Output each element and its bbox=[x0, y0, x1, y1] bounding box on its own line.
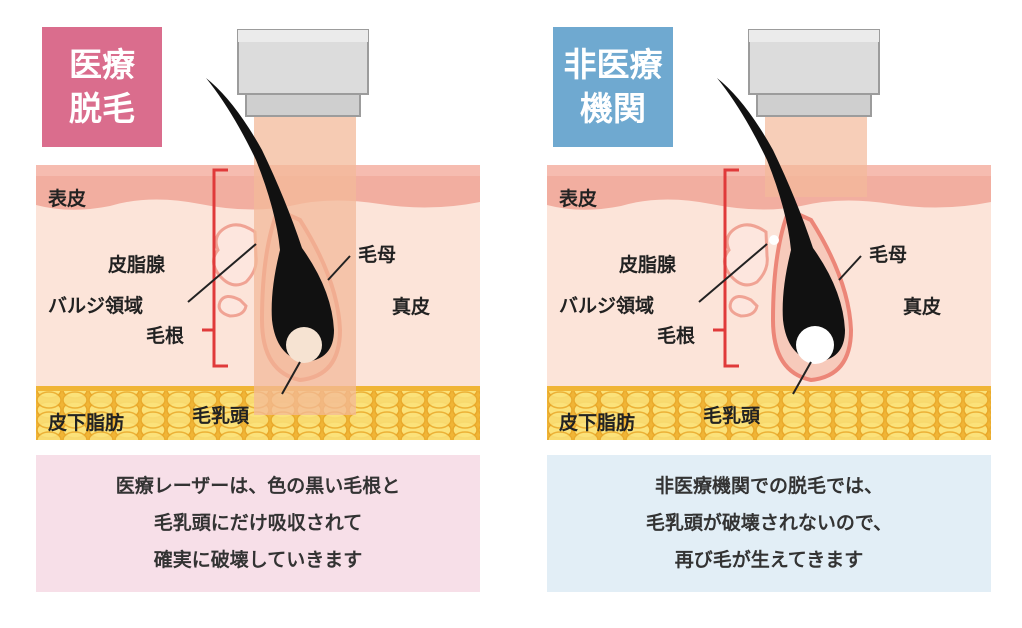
label-dermal-papilla: 毛乳頭 bbox=[192, 405, 250, 427]
label-dermis: 真皮 bbox=[903, 296, 942, 318]
medical-skin-diagram bbox=[36, 29, 480, 440]
label-sebaceous-gland: 皮脂腺 bbox=[619, 254, 677, 276]
badge-line2: 機関 bbox=[580, 89, 646, 128]
light-device bbox=[748, 29, 880, 117]
follicle-bracket bbox=[713, 168, 739, 368]
label-subcutaneous-fat: 皮下脂肪 bbox=[559, 412, 636, 434]
dermal-papilla bbox=[796, 326, 834, 364]
badge-line2: 脱毛 bbox=[69, 89, 135, 128]
hair-strand bbox=[717, 78, 845, 362]
label-hair-matrix: 毛母 bbox=[358, 244, 397, 266]
label-bulge-region: バルジ領域 bbox=[48, 295, 144, 317]
nonmedical-badge: 非医療機関 bbox=[553, 27, 673, 147]
follicle-bracket bbox=[202, 168, 228, 368]
hair-strand bbox=[206, 78, 334, 362]
label-sebaceous-gland: 皮脂腺 bbox=[108, 254, 166, 276]
label-dermis: 真皮 bbox=[392, 296, 431, 318]
label-hair-root: 毛根 bbox=[657, 325, 696, 347]
nonmedical-skin-diagram bbox=[547, 29, 991, 440]
badge-line1: 医療 bbox=[69, 45, 135, 84]
label-epidermis: 表皮 bbox=[559, 188, 598, 210]
label-subcutaneous-fat: 皮下脂肪 bbox=[48, 412, 125, 434]
laser-device bbox=[237, 29, 369, 117]
label-dermal-papilla: 毛乳頭 bbox=[703, 405, 761, 427]
nonmedical-caption: 非医療機関での脱毛では、 毛乳頭が破壊されないので、 再び毛が生えてきます bbox=[547, 455, 991, 592]
label-hair-root: 毛根 bbox=[146, 325, 185, 347]
dermal-papilla bbox=[286, 327, 322, 363]
medical-hair-removal-panel: 医療脱毛 表皮 皮脂腺 バルジ領域 毛根 毛母 真皮 毛乳頭 皮下脂肪 医療レー… bbox=[36, 27, 480, 592]
label-hair-matrix: 毛母 bbox=[869, 244, 908, 266]
badge-line1: 非医療 bbox=[563, 45, 663, 84]
label-epidermis: 表皮 bbox=[48, 188, 87, 210]
label-bulge-region: バルジ領域 bbox=[559, 295, 655, 317]
nonmedical-hair-removal-panel: 非医療機関 表皮 皮脂腺 バルジ領域 毛根 毛母 真皮 毛乳頭 皮下脂肪 非医療… bbox=[511, 0, 1022, 628]
medical-caption: 医療レーザーは、色の黒い毛根と 毛乳頭にだけ吸収されて 確実に破壊していきます bbox=[36, 455, 480, 592]
medical-badge: 医療脱毛 bbox=[42, 27, 162, 147]
